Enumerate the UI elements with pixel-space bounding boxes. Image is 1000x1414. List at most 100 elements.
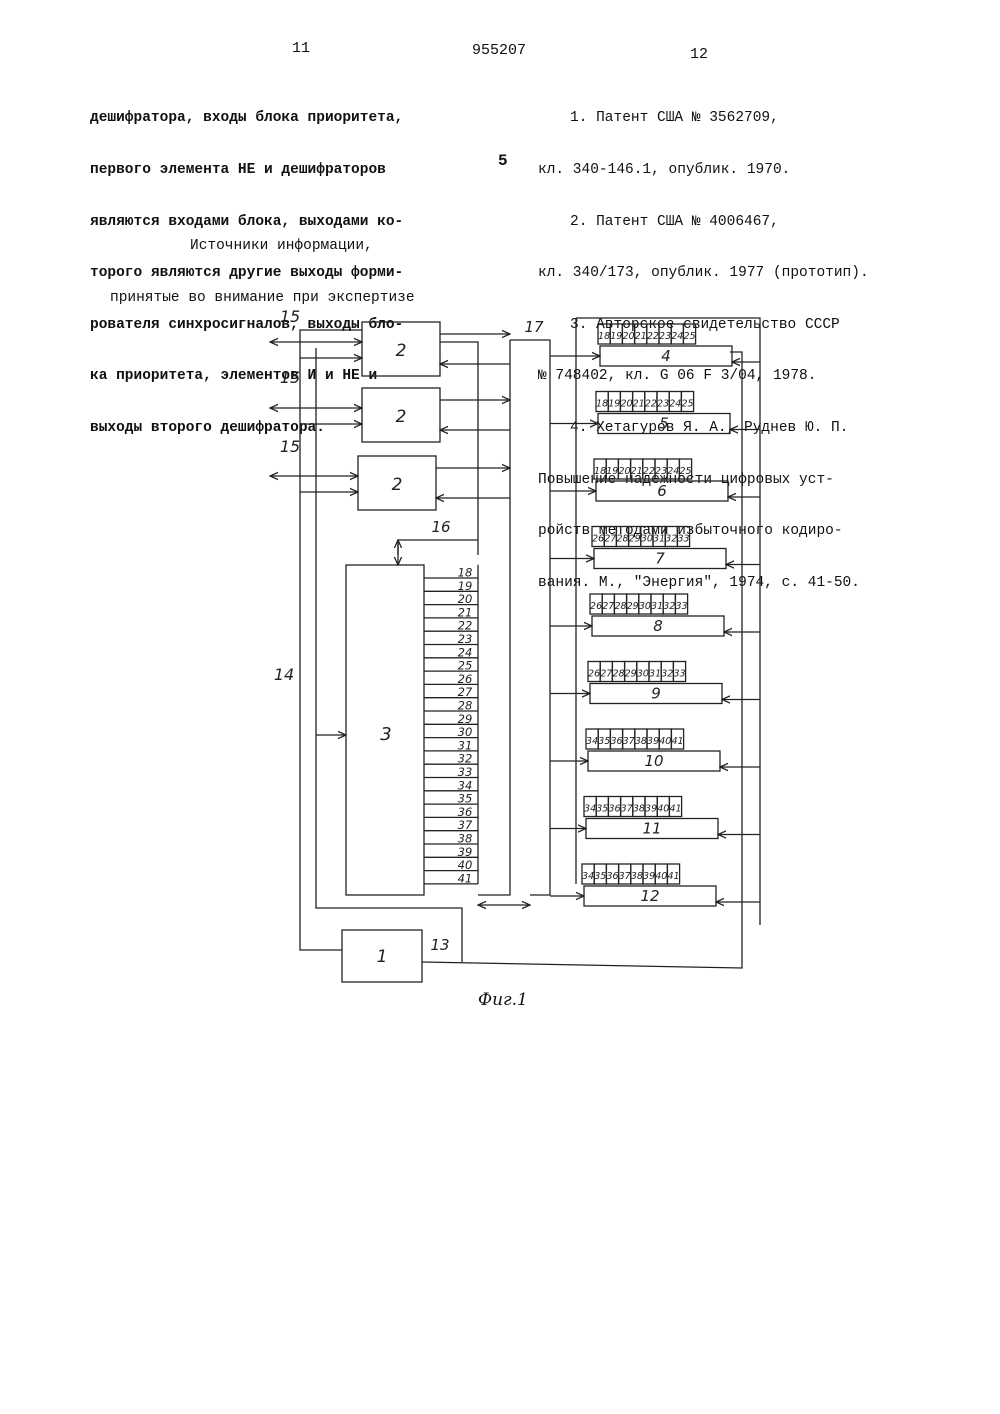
register-cell-label: 25 (683, 331, 695, 342)
register-cell-label: 23 (657, 399, 669, 410)
bus-label-14: 14 (274, 665, 294, 684)
register-cell-label: 37 (621, 804, 633, 815)
register-cell-label: 34 (582, 871, 594, 882)
block-3-output-label: 19 (458, 579, 473, 593)
register-cell-label: 26 (588, 669, 600, 680)
block-3-output-label: 29 (458, 712, 473, 726)
block-3-output-label: 22 (458, 619, 473, 633)
register-cell-label: 39 (645, 804, 657, 815)
block-3-output-label: 21 (458, 605, 473, 619)
block-3-output-label: 30 (458, 725, 473, 739)
block-3-output-label: 26 (458, 672, 473, 686)
block-3-output-label: 39 (458, 845, 473, 859)
register-cell-label: 24 (667, 466, 679, 477)
register-cell-label: 41 (669, 804, 681, 815)
register-cell-label: 27 (604, 534, 616, 545)
register-cell-label: 26 (592, 534, 604, 545)
register-cell-label: 29 (627, 601, 639, 612)
block-3-output-label: 25 (458, 659, 473, 673)
register-cell-label: 39 (643, 871, 655, 882)
block-3-output-label: 37 (458, 818, 473, 832)
block-3-output-label: 35 (458, 792, 473, 806)
block-3-output-label: 32 (458, 752, 473, 766)
register-block-label: 11 (642, 820, 661, 838)
register-cell-label: 38 (633, 804, 645, 815)
register-cell-label: 23 (659, 331, 671, 342)
bus-label-16: 16 (431, 518, 450, 536)
register-cell-label: 40 (655, 871, 667, 882)
register-cell-label: 35 (596, 804, 608, 815)
block-3-output-label: 36 (458, 805, 473, 819)
register-block-label: 4 (661, 347, 671, 365)
register-cell-label: 41 (671, 736, 683, 747)
register-cell-label: 33 (673, 669, 685, 680)
register-cell-label: 20 (618, 466, 630, 477)
register-cell-label: 22 (647, 331, 659, 342)
interface-block-label: 2 (396, 407, 407, 427)
register-cell-label: 30 (641, 534, 653, 545)
block-3-output-label: 23 (458, 632, 473, 646)
register-cell-label: 27 (600, 669, 612, 680)
register-cell-label: 22 (645, 399, 657, 410)
register-cell-label: 32 (665, 534, 677, 545)
register-cell-label: 25 (681, 399, 693, 410)
register-block-label: 10 (644, 752, 663, 770)
register-cell-label: 39 (647, 736, 659, 747)
bus-label-17: 17 (524, 318, 544, 336)
register-cell-label: 21 (633, 399, 645, 410)
block-3-output-label: 41 (458, 871, 473, 885)
register-cell-label: 30 (639, 601, 651, 612)
bus-label-15: 15 (280, 437, 300, 456)
register-cell-label: 31 (653, 534, 665, 545)
register-cell-label: 40 (657, 804, 669, 815)
register-cell-label: 19 (608, 399, 620, 410)
register-cell-label: 31 (651, 601, 663, 612)
register-cell-label: 34 (586, 736, 598, 747)
register-block-label: 12 (640, 887, 659, 905)
register-cell-label: 32 (663, 601, 675, 612)
register-block-label: 6 (657, 482, 667, 500)
register-cell-label: 37 (619, 871, 631, 882)
block-3-output-label: 27 (458, 685, 473, 699)
register-cell-label: 24 (669, 399, 681, 410)
bus-label-13: 13 (430, 936, 449, 954)
bus-label-15: 15 (280, 368, 300, 387)
register-block-label: 8 (653, 617, 663, 635)
block-3-output-label: 33 (458, 765, 473, 779)
block-3-output-label: 40 (458, 858, 473, 872)
register-cell-label: 18 (598, 331, 610, 342)
register-cell-label: 35 (598, 736, 610, 747)
bus-label-15: 15 (280, 307, 300, 326)
register-cell-label: 18 (594, 466, 606, 477)
block-3-output-label: 24 (458, 645, 473, 659)
register-cell-label: 26 (590, 601, 602, 612)
register-cell-label: 19 (606, 466, 618, 477)
register-cell-label: 35 (594, 871, 606, 882)
block-3-output-label: 34 (458, 778, 473, 792)
register-cell-label: 32 (661, 669, 673, 680)
register-block-label: 7 (655, 550, 665, 568)
register-cell-label: 28 (612, 669, 624, 680)
register-cell-label: 41 (667, 871, 679, 882)
interface-block-label: 2 (396, 341, 407, 361)
register-cell-label: 24 (671, 331, 683, 342)
register-cell-label: 40 (659, 736, 671, 747)
block-1-label: 1 (377, 947, 388, 967)
register-cell-label: 20 (622, 331, 634, 342)
register-block-label: 9 (651, 685, 661, 703)
register-cell-label: 20 (620, 399, 632, 410)
register-block-label: 5 (659, 415, 669, 433)
register-cell-label: 38 (631, 871, 643, 882)
figure-caption: Фиг.1 (478, 990, 528, 1010)
register-cell-label: 22 (643, 466, 655, 477)
block-3-output-label: 18 (458, 566, 473, 580)
register-cell-label: 25 (679, 466, 691, 477)
register-cell-label: 33 (677, 534, 689, 545)
register-cell-label: 21 (631, 466, 643, 477)
register-cell-label: 37 (623, 736, 635, 747)
block-3-output-label: 38 (458, 832, 473, 846)
block-3-label: 3 (380, 724, 391, 745)
block-3-output-label: 20 (458, 592, 473, 606)
register-cell-label: 36 (610, 736, 622, 747)
